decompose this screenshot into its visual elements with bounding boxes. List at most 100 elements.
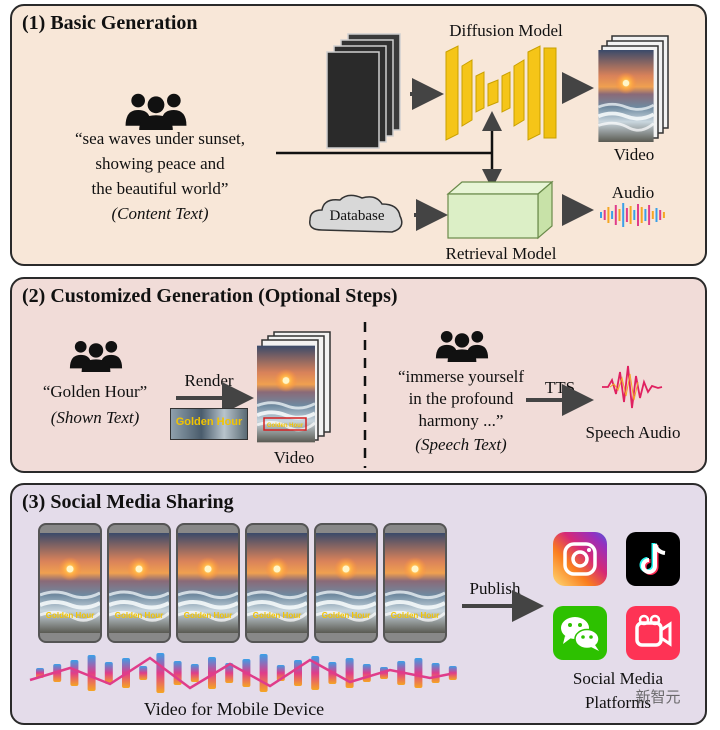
speech-text-line: “immerse yourself <box>397 367 525 386</box>
waveform-bar <box>618 209 621 221</box>
speech-text-line: in the profound <box>408 389 514 408</box>
waveform-bar <box>644 209 647 221</box>
speech-audio-label: Speech Audio <box>585 423 681 442</box>
speech-waveform-icon <box>602 365 663 409</box>
content-prompt-line: the beautiful world” <box>91 179 229 198</box>
platforms-label-line: Social Media <box>572 669 664 688</box>
diffusion-model-label: Diffusion Model <box>449 21 563 40</box>
waveform-bar <box>431 663 440 683</box>
instagram-icon[interactable] <box>553 532 607 586</box>
audio-label: Audio <box>611 183 655 202</box>
waveform-bar <box>655 208 658 222</box>
overlay-text: Golden Hour <box>267 423 304 429</box>
retrieval-model-label: Retrieval Model <box>445 244 557 263</box>
phone-overlay-text: Golden Hour <box>114 611 164 620</box>
phone-overlay-text: Golden Hour <box>183 611 233 620</box>
panel-title: (2) Customized Generation (Optional Step… <box>22 285 398 307</box>
waveform-bar <box>625 208 628 222</box>
thumbnail-text: Golden Hour <box>175 416 243 428</box>
phone-frame: Golden Hour <box>107 523 171 643</box>
waveform-bar <box>208 657 216 689</box>
waveform-bar <box>640 207 643 223</box>
waveform-bar <box>633 210 636 220</box>
waveform-bar <box>600 212 602 218</box>
video-output-stack <box>597 35 669 142</box>
tts-arrow-icon <box>526 384 594 416</box>
waveform-bar <box>603 210 606 220</box>
dashed-divider <box>363 322 367 468</box>
arrow-icon <box>562 72 594 104</box>
waveform-bar <box>637 204 639 226</box>
watermark-text: 新智元 <box>635 688 681 706</box>
waveform-bar <box>659 210 662 220</box>
waveform-bar <box>190 664 199 682</box>
waveform-bar <box>345 658 354 688</box>
audio-bar-waveform <box>29 653 457 693</box>
waveform-bar <box>448 666 457 680</box>
video-custom-stack: Golden Hour <box>257 331 331 444</box>
arrow-icon <box>562 194 594 226</box>
phone-frame: Golden Hour <box>245 523 309 643</box>
render-label: Render <box>184 371 234 390</box>
panel-title: (3) Social Media Sharing <box>22 491 234 513</box>
retrieval-model-cube <box>446 180 554 240</box>
video-camera-app-icon[interactable] <box>626 606 680 660</box>
waveform-bar <box>607 207 610 223</box>
waveform-bar <box>259 654 268 692</box>
publish-label: Publish <box>469 579 521 598</box>
panel-title: (1) Basic Generation <box>22 12 198 34</box>
waveform-line <box>29 656 451 690</box>
tiktok-icon[interactable] <box>626 532 680 586</box>
audio-waveform-icon <box>600 203 665 227</box>
content-prompt-line: showing peace and <box>95 154 225 173</box>
panel-customized-generation: (2) Customized Generation (Optional Step… <box>10 277 707 473</box>
waveform-bar <box>622 203 625 227</box>
waveform-bar <box>104 662 113 684</box>
diffusion-unet-icon <box>445 45 557 141</box>
golden-hour-thumbnail: Golden Hour <box>170 408 248 440</box>
arrow-icon <box>414 199 448 231</box>
database-label: Database <box>329 208 385 224</box>
waveform-bar <box>225 663 234 683</box>
waveform-bar <box>614 205 617 225</box>
waveform-bar <box>70 660 79 686</box>
shown-text: “Golden Hour” <box>42 382 148 401</box>
mobile-video-caption: Video for Mobile Device <box>143 699 325 719</box>
waveform-bar <box>662 212 665 218</box>
waveform-bar <box>87 655 96 691</box>
waveform-bar <box>611 211 614 219</box>
arrow-icon <box>410 78 444 110</box>
waveform-bar <box>414 658 423 688</box>
wechat-icon[interactable] <box>553 606 607 660</box>
waveform-bar <box>629 206 632 224</box>
video-label: Video <box>613 145 655 164</box>
video-label: Video <box>273 448 315 467</box>
people-group-icon <box>69 340 123 372</box>
phone-frame: Golden Hour <box>176 523 240 643</box>
content-text-caption: (Content Text) <box>111 204 209 223</box>
publish-arrow-icon <box>462 590 544 622</box>
render-arrow-icon <box>176 382 254 414</box>
flow-connectors <box>276 111 502 189</box>
people-group-icon <box>435 330 489 362</box>
waveform-bar <box>139 666 148 680</box>
database-cloud-icon <box>309 194 403 233</box>
phone-frame: Golden Hour <box>383 523 447 643</box>
phone-frame: Golden Hour <box>38 523 102 643</box>
waveform-bar <box>362 664 371 682</box>
noise-input-stack <box>326 33 401 149</box>
phone-frame: Golden Hour <box>314 523 378 643</box>
waveform-bar <box>294 660 302 686</box>
platforms-label-line: Platforms <box>584 693 652 712</box>
phone-overlay-text: Golden Hour <box>252 611 302 620</box>
shown-text-caption: (Shown Text) <box>50 408 140 427</box>
phone-overlay-text: Golden Hour <box>45 611 95 620</box>
waveform-bar <box>651 211 654 219</box>
waveform-bar <box>156 653 165 693</box>
phone-overlay-text: Golden Hour <box>390 611 440 620</box>
speech-text-line: harmony ...” <box>418 411 504 430</box>
speech-text-caption: (Speech Text) <box>415 435 507 454</box>
phone-overlay-text: Golden Hour <box>321 611 371 620</box>
waveform-bar <box>648 205 651 225</box>
content-prompt-line: “sea waves under sunset, <box>75 129 245 148</box>
